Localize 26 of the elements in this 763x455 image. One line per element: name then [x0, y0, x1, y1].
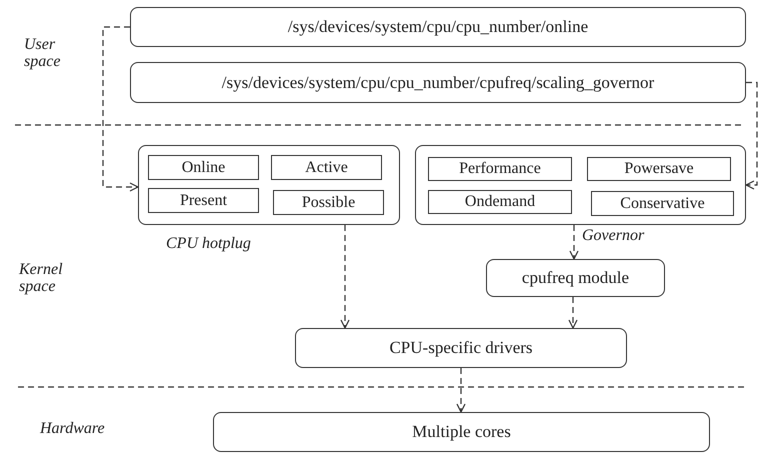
state-box: Ondemand [428, 190, 572, 214]
layer-label: Kernel space [19, 262, 64, 296]
process-box: cpufreq module [486, 259, 665, 297]
group-box [138, 145, 400, 225]
state-box: Online [148, 155, 259, 180]
process-box: CPU-specific drivers [295, 328, 627, 368]
state-box: Conservative [591, 191, 734, 216]
state-box: Active [271, 155, 382, 180]
arrow [569, 225, 579, 260]
layer-label: Hardware [40, 421, 106, 438]
arrow [340, 225, 350, 329]
arrow [745, 82, 758, 190]
process-box: Multiple cores [213, 412, 710, 452]
state-box: Present [148, 188, 259, 213]
state-box: Performance [428, 157, 572, 181]
group-label: Governor [582, 228, 644, 245]
layer-label: User space [24, 37, 62, 71]
group-box [415, 145, 746, 225]
process-box: /sys/devices/system/cpu/cpu_number/cpufreq/scaling_governor [130, 62, 746, 103]
state-box: Possible [273, 190, 384, 215]
arrow [102, 26, 139, 192]
arrow [568, 297, 578, 329]
group-label: CPU hotplug [166, 236, 251, 253]
process-box: /sys/devices/system/cpu/cpu_number/online [130, 7, 746, 47]
arrow [456, 368, 466, 413]
state-box: Powersave [587, 157, 731, 181]
